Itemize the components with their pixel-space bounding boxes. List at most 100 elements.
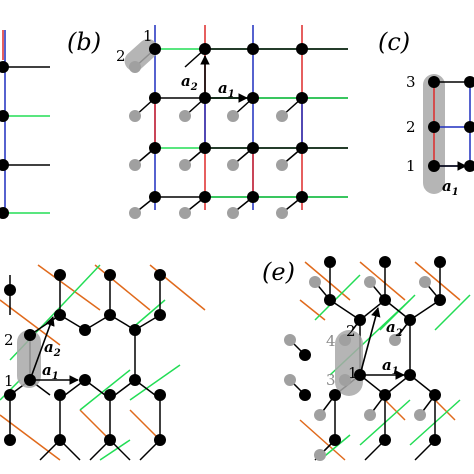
bond-orange [304, 261, 351, 301]
vector-a1-base: a [42, 361, 52, 379]
site-grey [364, 276, 376, 288]
site [79, 374, 91, 386]
vector-a2-label: a2 [386, 318, 403, 339]
site-grey [129, 110, 141, 122]
site [154, 434, 166, 446]
site-grey [276, 207, 288, 219]
site [104, 434, 116, 446]
bond-orange [299, 299, 326, 321]
bond-orange [94, 264, 151, 311]
site [149, 191, 161, 203]
panel-c-label: (c) [378, 28, 410, 56]
site [296, 142, 308, 154]
site [154, 309, 166, 321]
vector-a2-sub: 2 [53, 348, 61, 359]
site-grey [129, 207, 141, 219]
site [379, 294, 391, 306]
site-label-2: 2 [116, 47, 126, 65]
site [149, 92, 161, 104]
site [324, 294, 336, 306]
panel-a-lattice [0, 30, 50, 219]
panel-c-lattice [423, 74, 474, 194]
site-grey [179, 110, 191, 122]
site-grey [314, 409, 326, 421]
vector-a2-base: a [44, 338, 54, 356]
site-grey [314, 449, 326, 461]
bond-green [79, 369, 131, 411]
bond-green [314, 274, 361, 321]
site [4, 284, 16, 296]
site [4, 389, 16, 401]
site [0, 159, 9, 171]
site [428, 121, 440, 133]
site [429, 434, 441, 446]
site [324, 256, 336, 268]
site [379, 389, 391, 401]
site [379, 256, 391, 268]
site [199, 43, 211, 55]
unit-cell-highlight [17, 330, 41, 388]
site [104, 389, 116, 401]
vector-a1-base: a [218, 79, 228, 97]
site-label-3: 3 [326, 371, 336, 389]
site [4, 434, 16, 446]
bond-orange [79, 409, 111, 441]
site [54, 309, 66, 321]
site [0, 207, 9, 219]
site [434, 294, 446, 306]
site [299, 349, 311, 361]
site [296, 43, 308, 55]
site [434, 256, 446, 268]
site-label-1: 1 [143, 27, 153, 45]
bond-green [129, 364, 181, 401]
bond-green [434, 294, 471, 331]
site [354, 314, 366, 326]
bond-orange [359, 261, 406, 301]
site-grey [129, 159, 141, 171]
site [429, 389, 441, 401]
vector-a1-sub: 1 [228, 89, 235, 100]
site [296, 92, 308, 104]
vector-a1-label: a1 [382, 356, 399, 377]
vector-a2-label: a2 [44, 338, 61, 359]
vector-a2-base: a [386, 318, 396, 336]
site [329, 434, 341, 446]
site-grey [227, 207, 239, 219]
site [247, 92, 259, 104]
site-label-4: 4 [326, 332, 336, 350]
panel-e-label: (e) [262, 258, 295, 286]
site-label-2: 2 [346, 322, 356, 340]
site [404, 314, 416, 326]
vector-a1-label: a1 [42, 361, 59, 382]
site [464, 76, 474, 88]
panel-b-lattice [124, 25, 348, 219]
site-grey [419, 276, 431, 288]
site [24, 329, 36, 341]
site-grey [339, 374, 351, 386]
site [149, 43, 161, 55]
panel-e-lattice [284, 256, 471, 461]
bond-orange [37, 264, 101, 311]
vector-a1-sub: 1 [392, 366, 399, 377]
site [154, 269, 166, 281]
site-grey [179, 159, 191, 171]
site-grey [309, 276, 321, 288]
vector-a1-base: a [382, 356, 392, 374]
site [247, 142, 259, 154]
site [104, 309, 116, 321]
vector-a2-arrow [29, 316, 55, 381]
site-grey [179, 207, 191, 219]
site [0, 61, 9, 73]
site [54, 269, 66, 281]
site-grey [227, 110, 239, 122]
site [54, 389, 66, 401]
site [247, 43, 259, 55]
unit-cell-highlight [124, 39, 159, 72]
site [129, 324, 141, 336]
site [299, 389, 311, 401]
site-label-1: 1 [348, 364, 358, 382]
site [154, 389, 166, 401]
site [104, 269, 116, 281]
panel-d-lattice [0, 264, 206, 461]
